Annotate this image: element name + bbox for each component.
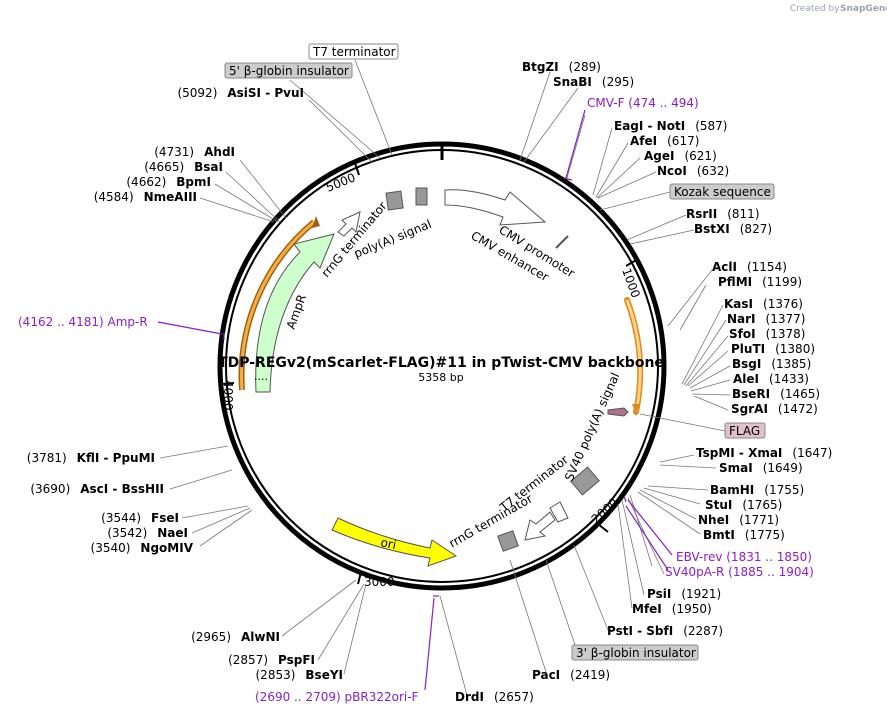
kozak-mark (555, 235, 569, 249)
enzyme-bmti[interactable]: BmtI(1775) (703, 528, 785, 542)
enzyme-naei[interactable]: (3542)NaeI (107, 526, 188, 540)
enzyme-bsgi[interactable]: BsgI(1385) (732, 357, 811, 371)
enzyme-ahdi[interactable]: (4731)AhdI (154, 145, 235, 159)
enzyme-psii[interactable]: PsiI(1921) (647, 587, 721, 601)
plasmid-name: TDP-REGv2(mScarlet-FLAG)#11 in pTwist-CM… (218, 355, 664, 371)
t7-inner-box (549, 501, 569, 523)
enzyme-alei[interactable]: AleI(1433) (733, 372, 809, 386)
enzyme-psti[interactable]: PstI - SbfI(2287) (607, 624, 723, 638)
enzyme-sfoi[interactable]: SfoI(1378) (729, 327, 805, 341)
primer-amp-r[interactable]: (4162 .. 4181) Amp-R (18, 315, 148, 329)
plasmid-size: 5358 bp (418, 371, 463, 384)
enzyme-pspfi[interactable]: (2857)PspFI (228, 653, 315, 667)
enzyme-acli[interactable]: AclI(1154) (712, 260, 787, 274)
beta-top-box (224, 62, 353, 79)
insert-arrow-right (632, 404, 640, 414)
enzyme-nari[interactable]: NarI(1377) (727, 312, 805, 326)
ori-arrow[interactable] (331, 517, 458, 567)
label-flag[interactable]: FLAG (729, 424, 760, 438)
enzyme-ncoi[interactable]: NcoI(632) (657, 164, 729, 178)
kozak-box (669, 183, 775, 200)
enzyme-bseyi[interactable]: (2853)BseYI (256, 668, 344, 682)
enzyme-drdi[interactable]: DrdI(2657) (455, 690, 534, 704)
enzyme-nhei[interactable]: NheI(1771) (698, 513, 779, 527)
label-ori: ori (379, 535, 397, 552)
tick-label-4000: 4000 (221, 380, 235, 411)
watermark-brand: SnapGene (840, 4, 887, 14)
label-rrng-inner: rrnG terminator (447, 491, 535, 550)
enzyme-pflmi[interactable]: PflMI(1199) (718, 275, 802, 289)
enzyme-nmeaiii[interactable]: (4584)NmeAIII (94, 190, 197, 204)
enzyme-asisi[interactable]: (5092)AsiSI - PvuI (177, 86, 304, 100)
label-t7-top[interactable]: T7 terminator (312, 45, 396, 59)
enzyme-eagi[interactable]: EagI - NotI(587) (614, 119, 727, 133)
tick-3000 (357, 571, 362, 585)
enzyme-ngomiv[interactable]: (3540)NgoMIV (91, 541, 194, 555)
sv40-box[interactable] (570, 466, 600, 496)
enzyme-mfei[interactable]: MfeI(1950) (632, 602, 712, 616)
enzyme-fsei[interactable]: (3544)FseI (101, 511, 179, 525)
enzyme-agei[interactable]: AgeI(621) (644, 149, 717, 163)
primer-pbr322ori-f[interactable]: (2690 .. 2709) pBR322ori-F (255, 690, 419, 704)
enzyme-btgzi[interactable]: BtgZI(289) (522, 60, 601, 74)
flag-box (724, 422, 766, 439)
label-beta-top[interactable]: 5' β-globin insulator (229, 64, 349, 78)
rrng-inner-arrow (524, 511, 556, 541)
tick-4000 (221, 382, 235, 385)
enzyme-bseri[interactable]: BseRI(1465) (732, 387, 820, 401)
rrng-arrow (337, 211, 361, 237)
primer-cmv-f[interactable]: CMV-F (474 .. 494) (587, 96, 699, 110)
insert-arrow-left (312, 216, 320, 228)
label-beta-bottom[interactable]: 3' β-globin insulator (576, 646, 696, 660)
label-kozak[interactable]: Kozak sequence (674, 185, 771, 199)
enzyme-kasi[interactable]: KasI(1376) (724, 297, 803, 311)
t7-top-box (308, 43, 399, 60)
beta-bottom-box (571, 644, 699, 661)
enzyme-bpmi[interactable]: (4662)BpmI (126, 175, 211, 189)
enzyme-snabi[interactable]: SnaBI(295) (553, 75, 634, 89)
label-sv40: SV40 poly(A) signal (562, 370, 622, 483)
watermark-prefix: Created by (790, 4, 840, 14)
enzyme-alwni[interactable]: (2965)AlwNI (191, 630, 280, 644)
rrng-terminator-box[interactable] (385, 190, 404, 211)
primer-lines (157, 109, 673, 691)
enzyme-tspmi[interactable]: TspMI - XmaI(1647) (696, 446, 832, 460)
enzyme-paci[interactable]: PacI(2419) (532, 668, 610, 682)
insert-arc-right-inner (625, 299, 642, 413)
cmv-arrow[interactable] (444, 189, 547, 226)
enzyme-kfli[interactable]: (3781)KflI - PpuMI (27, 451, 155, 465)
enzyme-bstxi[interactable]: BstXI(827) (694, 222, 772, 236)
tick-label-1000: 1000 (619, 266, 643, 299)
tick-label-3000: 3000 (364, 575, 395, 589)
enzyme-bsai[interactable]: (4665)BsaI (144, 160, 223, 174)
enzyme-asci[interactable]: (3690)AscI - BssHII (30, 482, 164, 496)
tick-2000 (597, 523, 609, 533)
enzyme-bamhi[interactable]: BamHI(1755) (710, 483, 804, 497)
ampr-arrow[interactable] (255, 233, 335, 393)
rrng-inner-box[interactable] (497, 530, 519, 552)
ampr-dots: .... (254, 370, 268, 383)
tick-1000 (625, 258, 639, 267)
insert-arc-left-inner (240, 220, 315, 391)
primer-ebv-rev[interactable]: EBV-rev (1831 .. 1850) (676, 550, 812, 564)
enzyme-afei[interactable]: AfeI(617) (630, 134, 699, 148)
enzyme-rsrii[interactable]: RsrII(811) (686, 207, 760, 221)
enzyme-pluti[interactable]: PluTI(1380) (731, 342, 815, 356)
flag-mark[interactable] (607, 407, 629, 417)
primer-sv40pa-r[interactable]: SV40pA-R (1885 .. 1904) (665, 565, 814, 579)
tick-5000 (354, 162, 360, 176)
enzyme-sgrai[interactable]: SgrAI(1472) (731, 402, 818, 416)
leader-lines (159, 59, 731, 696)
polya-signal-box[interactable] (415, 187, 428, 206)
enzyme-smai[interactable]: SmaI(1649) (719, 461, 803, 475)
enzyme-stui[interactable]: StuI(1765) (705, 498, 782, 512)
